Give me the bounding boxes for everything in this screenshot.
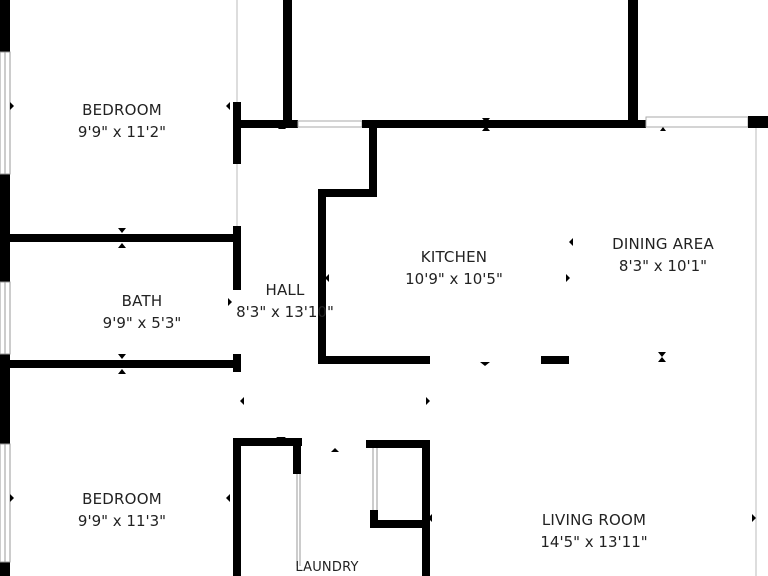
living-room-name: LIVING ROOM	[541, 511, 647, 529]
kitchen-step-wall	[318, 189, 377, 197]
closet-bottom-wall	[370, 520, 426, 528]
living-room-dims: 14'5" x 13'11"	[540, 533, 648, 551]
hall-west-wall-4	[233, 438, 241, 576]
laundry-top-wall	[236, 438, 302, 446]
bedroom-top-dims: 9'9" x 11'2"	[77, 123, 167, 141]
bedroom-bottom-label: BEDROOM 9'9" x 11'3"	[78, 488, 166, 532]
dimension-markers	[10, 102, 756, 522]
laundry-name: LAUNDRY	[295, 560, 359, 575]
kitchen-name: KITCHEN	[420, 248, 488, 266]
hall-west-wall-2	[233, 226, 241, 290]
kitchen-dims: 10'9" x 10'5"	[405, 270, 503, 288]
hall-label: HALL 8'3" x 13'10"	[236, 279, 334, 323]
bedroom-top-label: BEDROOM 9'9" x 11'2"	[78, 99, 166, 143]
bath-bedroom-wall	[0, 360, 240, 368]
dining-dims: 8'3" x 10'1"	[618, 257, 708, 275]
bedroom-bath-wall	[0, 234, 240, 242]
laundry-door-post	[293, 444, 301, 474]
living-room-label: LIVING ROOM 14'5" x 13'11"	[540, 509, 647, 553]
upper-closet-wall-right	[628, 0, 638, 126]
bedroom-bottom-dims: 9'9" x 11'3"	[77, 512, 167, 530]
hall-west-wall-1	[233, 102, 241, 164]
bath-dims: 9'9" x 5'3"	[102, 314, 182, 332]
dining-label: DINING AREA 8'3" x 10'1"	[612, 233, 714, 277]
closet-door-post	[370, 510, 378, 528]
bedroom-top-name: BEDROOM	[82, 101, 162, 119]
dining-name: DINING AREA	[612, 235, 714, 253]
closet-top-wall	[366, 440, 430, 448]
doorway-top	[297, 120, 363, 128]
dining-top-wall-end	[748, 116, 768, 128]
upper-closet-wall-left	[283, 0, 292, 124]
bath-label: BATH 9'9" x 5'3"	[103, 290, 182, 334]
bedroom-bottom-name: BEDROOM	[82, 490, 162, 508]
kitchen-counter-end	[541, 356, 569, 364]
kitchen-upper-step-wall	[369, 122, 377, 196]
kitchen-bottom-wall	[318, 356, 430, 364]
window-dining	[645, 116, 749, 128]
kitchen-label: KITCHEN 10'9" x 10'5"	[405, 246, 503, 290]
kitchen-west-wall	[318, 189, 326, 364]
hall-dims: 8'3" x 13'10"	[236, 303, 334, 321]
hall-name: HALL	[265, 281, 305, 299]
laundry-label: LAUNDRY	[295, 560, 358, 576]
closet-east-wall	[422, 440, 430, 576]
bath-name: BATH	[121, 292, 163, 310]
left-exterior-wall	[0, 0, 11, 576]
kitchen-top-wall	[362, 120, 646, 128]
hall-top-wall	[236, 120, 298, 128]
hall-west-wall-3	[233, 354, 241, 372]
